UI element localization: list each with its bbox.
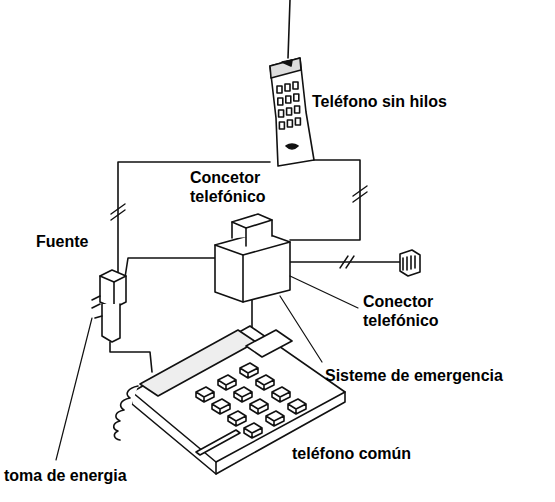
cordless-phone bbox=[270, 0, 314, 166]
key bbox=[279, 122, 284, 129]
key bbox=[218, 375, 236, 390]
key bbox=[272, 387, 290, 402]
emergency-system-box bbox=[215, 214, 290, 302]
key bbox=[285, 84, 290, 91]
key bbox=[277, 86, 282, 93]
key bbox=[256, 375, 274, 390]
part-label: Teléfono sin hilos bbox=[312, 92, 447, 111]
key bbox=[266, 411, 284, 426]
key bbox=[279, 110, 284, 117]
part-label: Fuente bbox=[36, 232, 88, 251]
part-label: Sisteme de emergencia bbox=[325, 366, 503, 385]
key bbox=[278, 98, 283, 105]
part-label: toma de energia bbox=[4, 466, 127, 485]
leader-line bbox=[56, 276, 358, 460]
key bbox=[212, 399, 230, 414]
wire bbox=[110, 342, 152, 372]
wire bbox=[124, 258, 215, 284]
key bbox=[234, 387, 252, 402]
part-label: Concetor telefónico bbox=[190, 168, 302, 206]
key bbox=[295, 118, 300, 125]
part-label: teléfono común bbox=[292, 444, 411, 463]
key bbox=[294, 94, 299, 101]
power-supply bbox=[92, 270, 126, 342]
part-label: Conector telefónico bbox=[363, 292, 488, 330]
wire bbox=[251, 300, 253, 330]
key bbox=[286, 96, 291, 103]
phone-connector bbox=[400, 250, 420, 276]
key bbox=[228, 411, 246, 426]
key bbox=[293, 82, 298, 89]
key bbox=[250, 399, 268, 414]
key bbox=[287, 120, 292, 127]
key bbox=[288, 399, 306, 414]
key bbox=[240, 363, 258, 378]
key bbox=[287, 108, 292, 115]
key bbox=[295, 106, 300, 113]
key bbox=[196, 387, 214, 402]
key bbox=[244, 423, 262, 438]
wire bbox=[290, 160, 360, 240]
